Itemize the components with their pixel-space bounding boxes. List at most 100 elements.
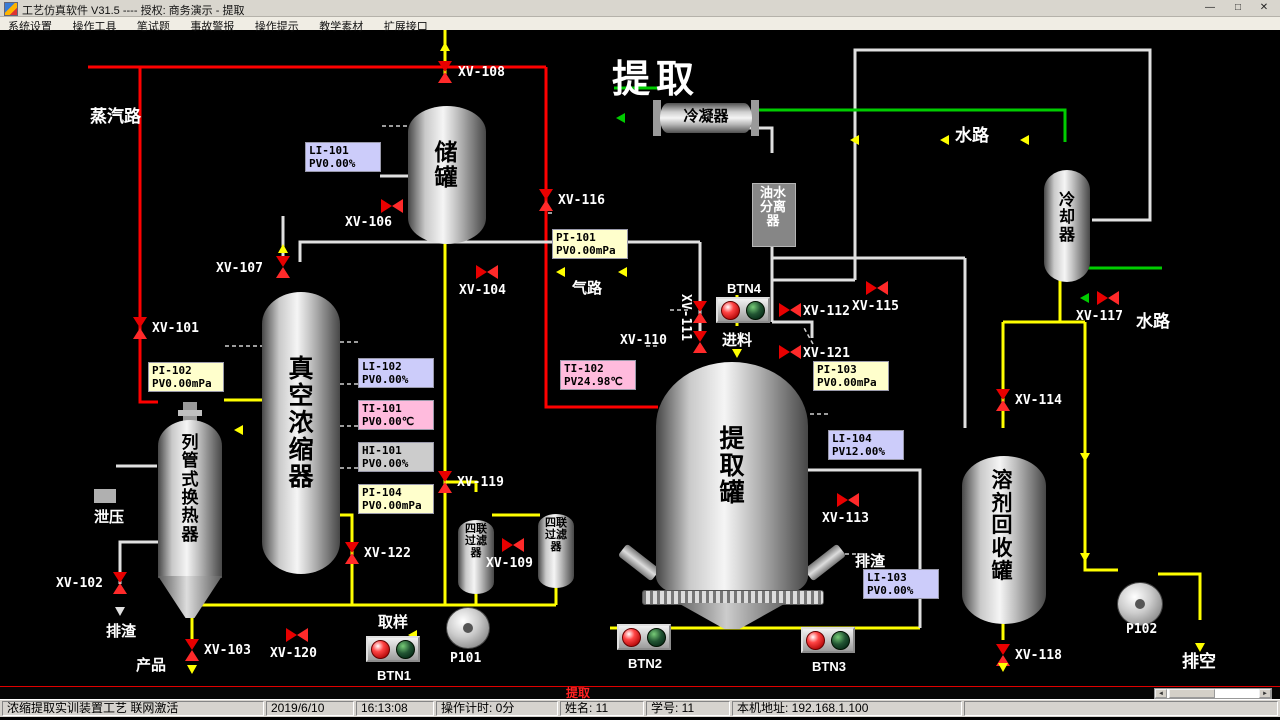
label-pressure-relief: 泄压 <box>94 509 125 526</box>
valve-xv-118[interactable] <box>996 644 1010 666</box>
btn4-control[interactable] <box>716 297 770 323</box>
menu-operation-tips[interactable]: 操作提示 <box>254 21 299 33</box>
menu-system-settings[interactable]: 系统设置 <box>8 21 52 33</box>
instrument-tag: PI-102 <box>152 364 192 377</box>
vacuum-concentrator-label: 真空浓缩器 <box>288 355 314 491</box>
menu-accident-alarm[interactable]: 事故警报 <box>190 21 235 33</box>
red-lamp-icon[interactable] <box>806 630 825 650</box>
green-lamp-icon[interactable] <box>746 300 765 320</box>
btn1-control[interactable] <box>366 636 420 662</box>
menu-teaching-material[interactable]: 教学素材 <box>319 21 364 33</box>
instrument-pv: PV0.00% <box>867 584 914 597</box>
scrollbar-track[interactable] <box>1167 689 1259 698</box>
valve-xv-102[interactable] <box>113 572 127 594</box>
heat-exchanger-label: 列管式换热器 <box>181 433 199 544</box>
valve-xv-107-label: XV-107 <box>216 261 263 276</box>
storage-tank-label: 储罐 <box>434 139 458 190</box>
scrollbar-thumb[interactable] <box>1169 689 1215 698</box>
instrument-pv: PV0.00mPa <box>362 499 422 512</box>
instrument-hi-101: HI-101 PV0.00% <box>358 442 434 472</box>
valve-xv-113[interactable] <box>837 493 859 507</box>
valve-xv-112[interactable] <box>779 303 801 317</box>
horizontal-scrollbar[interactable]: ◄ ► <box>1154 688 1272 699</box>
instrument-pi-102: PI-102 PV0.00mPa <box>148 362 224 392</box>
scroll-right-icon[interactable]: ► <box>1259 689 1271 698</box>
flow-arrow-left-icon <box>618 267 627 277</box>
valve-xv-111[interactable] <box>693 301 707 323</box>
valve-xv-114[interactable] <box>996 389 1010 411</box>
pump-p102[interactable] <box>1117 582 1163 626</box>
tabstrip: 提取 ◄ ► <box>0 686 1280 700</box>
scroll-left-icon[interactable]: ◄ <box>1155 689 1167 698</box>
flow-arrow-left-icon <box>556 267 565 277</box>
instrument-tag: TI-101 <box>362 402 402 415</box>
pump-p101[interactable] <box>446 607 490 649</box>
red-lamp-icon[interactable] <box>622 627 641 647</box>
valve-xv-121[interactable] <box>779 345 801 359</box>
quad-filter-2-label: 四联过滤器 <box>545 517 567 553</box>
label-vent: 排空 <box>1182 652 1216 671</box>
valve-xv-122[interactable] <box>345 542 359 564</box>
flow-arrow-down-icon <box>1195 643 1205 652</box>
label-water-line-right: 水路 <box>1136 312 1170 331</box>
solvent-recovery-tank <box>962 456 1046 624</box>
valve-xv-119[interactable] <box>438 471 452 493</box>
valve-xv-104[interactable] <box>476 265 498 279</box>
valve-xv-107[interactable] <box>276 256 290 278</box>
flow-arrow-up-icon <box>278 244 288 253</box>
green-lamp-icon[interactable] <box>396 639 415 659</box>
green-lamp-icon[interactable] <box>831 630 850 650</box>
instrument-pv: PV12.00% <box>832 445 885 458</box>
flow-arrow-left-icon <box>408 630 417 640</box>
valve-xv-103[interactable] <box>185 639 199 661</box>
flow-arrow-left-icon <box>234 425 243 435</box>
menu-operation-tools[interactable]: 操作工具 <box>72 21 117 33</box>
instrument-pi-101: PI-101 PV0.00mPa <box>552 229 628 259</box>
label-steam-line: 蒸汽路 <box>90 107 141 126</box>
valve-xv-115[interactable] <box>866 281 888 295</box>
valve-xv-120[interactable] <box>286 628 308 642</box>
valve-xv-117[interactable] <box>1097 291 1119 305</box>
btn2-label: BTN2 <box>628 656 662 671</box>
instrument-tag: TI-102 <box>564 362 604 375</box>
valve-xv-106[interactable] <box>381 199 403 213</box>
label-slag-left: 排渣 <box>106 623 137 640</box>
valve-xv-109[interactable] <box>502 538 524 552</box>
valve-xv-116[interactable] <box>539 189 553 211</box>
maximize-button[interactable]: □ <box>1234 2 1242 13</box>
label-sample: 取样 <box>378 614 409 631</box>
valve-xv-101[interactable] <box>133 317 147 339</box>
menubar: 系统设置 操作工具 笔试题 事故警报 操作提示 教学素材 扩展接口 <box>0 17 1280 33</box>
quad-filter-1-label: 四联过滤器 <box>465 523 487 559</box>
relief-stub <box>94 489 116 503</box>
instrument-tag: PI-101 <box>556 231 596 244</box>
valve-xv-113-label: XV-113 <box>822 511 869 526</box>
quad-filter-2 <box>538 514 574 588</box>
oil-water-separator <box>752 183 796 247</box>
status-time: 16:13:08 <box>356 701 434 716</box>
instrument-tag: PI-103 <box>817 363 857 376</box>
valve-xv-104-label: XV-104 <box>459 283 506 298</box>
extraction-tank-label: 提取罐 <box>719 425 745 507</box>
menu-written-test[interactable]: 笔试题 <box>136 21 170 33</box>
instrument-pi-104: PI-104 PV0.00mPa <box>358 484 434 514</box>
instrument-pv: PV0.00mPa <box>556 244 616 257</box>
red-lamp-icon[interactable] <box>721 300 740 320</box>
valve-xv-110[interactable] <box>693 331 707 353</box>
btn4-label: BTN4 <box>727 281 761 296</box>
instrument-pv: PV0.00mPa <box>152 377 212 390</box>
green-lamp-icon[interactable] <box>647 627 666 647</box>
btn3-control[interactable] <box>801 627 855 653</box>
instrument-pv: PV0.00% <box>309 157 356 170</box>
close-button[interactable]: ✕ <box>1259 2 1269 13</box>
valve-xv-110-label: XV-110 <box>620 333 667 348</box>
flow-arrow-down-icon <box>1080 553 1090 562</box>
instrument-pi-103: PI-103 PV0.00mPa <box>813 361 889 391</box>
valve-xv-108[interactable] <box>438 61 452 83</box>
btn2-control[interactable] <box>617 624 671 650</box>
menu-extension-interface[interactable]: 扩展接口 <box>383 21 428 33</box>
red-lamp-icon[interactable] <box>371 639 390 659</box>
minimize-button[interactable]: — <box>1205 2 1215 13</box>
instrument-pv: PV0.00% <box>362 373 409 386</box>
active-tab[interactable]: 提取 <box>566 686 591 700</box>
